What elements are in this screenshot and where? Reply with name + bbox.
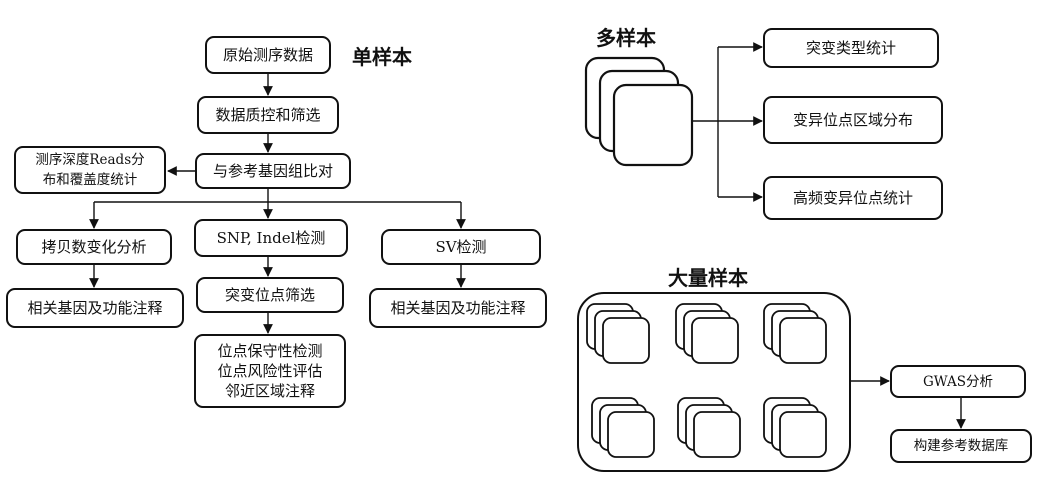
high-freq-box: 高频变异位点统计 xyxy=(763,176,943,220)
sv-box: SV检测 xyxy=(381,229,541,265)
single-sample-heading: 单样本 xyxy=(352,45,412,69)
cnv-box: 拷贝数变化分析 xyxy=(16,229,172,265)
site-analysis-box: 位点保守性检测 位点风险性评估 邻近区域注释 xyxy=(194,334,346,408)
depth-stats-box: 测序深度Reads分 布和覆盖度统计 xyxy=(14,146,166,194)
gwas-box: GWAS分析 xyxy=(890,365,1026,398)
sample-stack-5 xyxy=(677,397,741,458)
align-box: 与参考基因组比对 xyxy=(195,153,351,189)
mutation-type-box: 突变类型统计 xyxy=(763,28,939,68)
raw-data-box: 原始测序数据 xyxy=(205,36,331,74)
sample-stack-4 xyxy=(591,397,655,458)
sample-stack-3 xyxy=(763,303,827,364)
mutation-filter-box: 突变位点筛选 xyxy=(196,277,344,313)
qc-box: 数据质控和筛选 xyxy=(197,96,339,134)
ref-db-box: 构建参考数据库 xyxy=(890,429,1032,463)
multi-sample-icon-front xyxy=(612,83,694,167)
variant-region-box: 变异位点区域分布 xyxy=(763,96,943,144)
sample-stack-2 xyxy=(675,303,739,364)
sv-annotation-box: 相关基因及功能注释 xyxy=(369,288,547,328)
snp-indel-box: SNP, Indel检测 xyxy=(194,219,348,257)
multi-sample-heading: 多样本 xyxy=(596,26,656,50)
cnv-annotation-box: 相关基因及功能注释 xyxy=(6,288,184,328)
sample-stack-6 xyxy=(763,397,827,458)
large-sample-heading: 大量样本 xyxy=(668,266,748,290)
sample-stack-1 xyxy=(586,303,650,364)
